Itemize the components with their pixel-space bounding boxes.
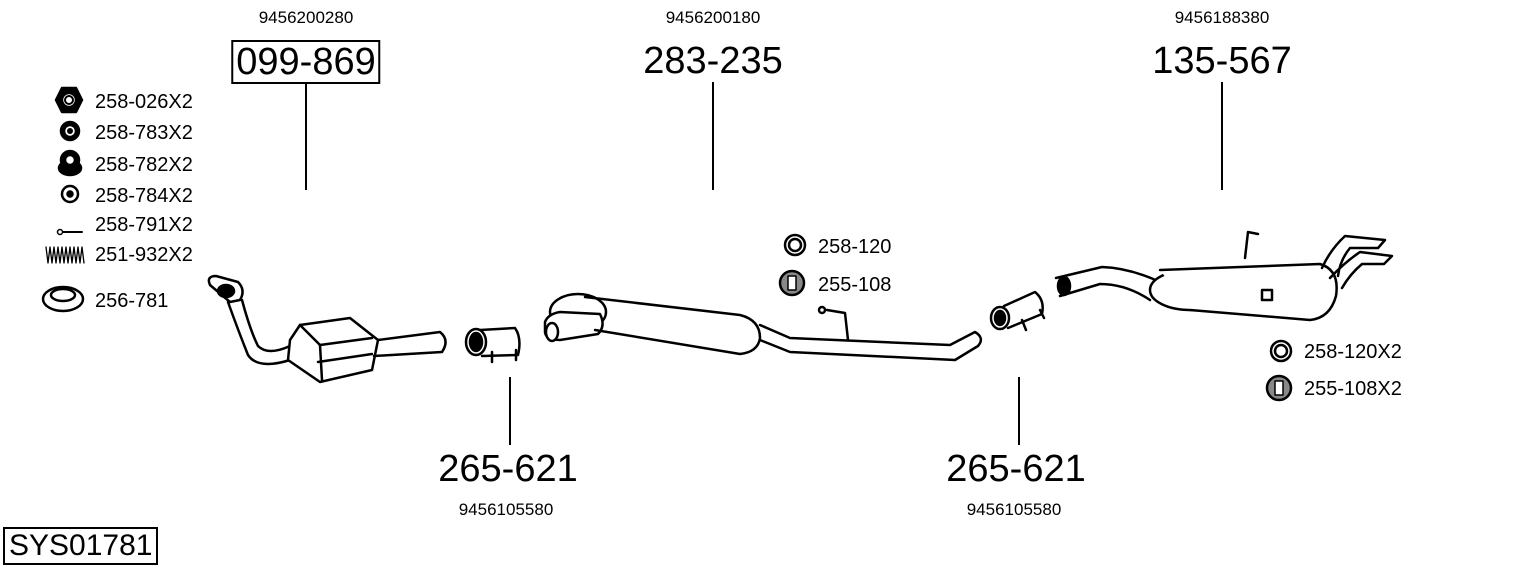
leader-line — [1018, 377, 1020, 445]
sealing-ring-icon — [41, 285, 85, 313]
accessory-label[interactable]: 256-781 — [95, 290, 169, 312]
oem-number: 9456105580 — [966, 500, 1062, 519]
washer-double-ring-icon — [59, 120, 81, 142]
accessory-label[interactable]: 258-784X2 — [95, 185, 193, 207]
middle-silencer-drawing — [543, 292, 983, 362]
leader-line — [712, 82, 714, 190]
accessory-label[interactable]: 255-108X2 — [1304, 378, 1402, 400]
hex-nut-icon — [54, 86, 84, 114]
small-washer-icon — [60, 184, 80, 204]
accessory-label[interactable]: 258-791X2 — [95, 214, 193, 236]
clamp-2-drawing — [989, 290, 1046, 332]
accessory-label[interactable]: 258-783X2 — [95, 122, 193, 144]
ring-icon — [783, 233, 807, 257]
rear-silencer-drawing — [1054, 230, 1394, 322]
accessory-label[interactable]: 251-932X2 — [95, 244, 193, 266]
accessory-label[interactable]: 258-026X2 — [95, 91, 193, 113]
part-number-callout[interactable]: 135-567 — [1152, 40, 1292, 82]
leader-line — [305, 82, 307, 190]
part-number-callout[interactable]: 265-621 — [438, 448, 578, 490]
stacked-washer-icon — [57, 149, 83, 177]
rubber-mount-icon — [778, 269, 806, 297]
leader-line — [509, 377, 511, 445]
spring-icon — [45, 246, 85, 264]
accessory-label[interactable]: 255-108 — [818, 274, 892, 296]
bolt-icon — [56, 228, 83, 236]
oem-number: 9456105580 — [458, 500, 554, 519]
oem-number: 9456200280 — [258, 8, 354, 27]
part-number-callout[interactable]: 099-869 — [231, 40, 381, 84]
accessory-label[interactable]: 258-120 — [818, 236, 892, 258]
oem-number: 9456188380 — [1174, 8, 1270, 27]
part-number-callout[interactable]: 283-235 — [643, 40, 783, 82]
clamp-1-drawing — [464, 326, 521, 364]
accessory-label[interactable]: 258-120X2 — [1304, 341, 1402, 363]
ring-icon — [1269, 339, 1293, 363]
part-number-callout[interactable]: 265-621 — [946, 448, 1086, 490]
catalytic-converter-drawing — [207, 274, 447, 384]
oem-number: 9456200180 — [665, 8, 761, 27]
accessory-label[interactable]: 258-782X2 — [95, 154, 193, 176]
leader-line — [1221, 82, 1223, 190]
rubber-mount-icon — [1265, 374, 1293, 402]
diagram-id: SYS01781 — [3, 527, 159, 565]
